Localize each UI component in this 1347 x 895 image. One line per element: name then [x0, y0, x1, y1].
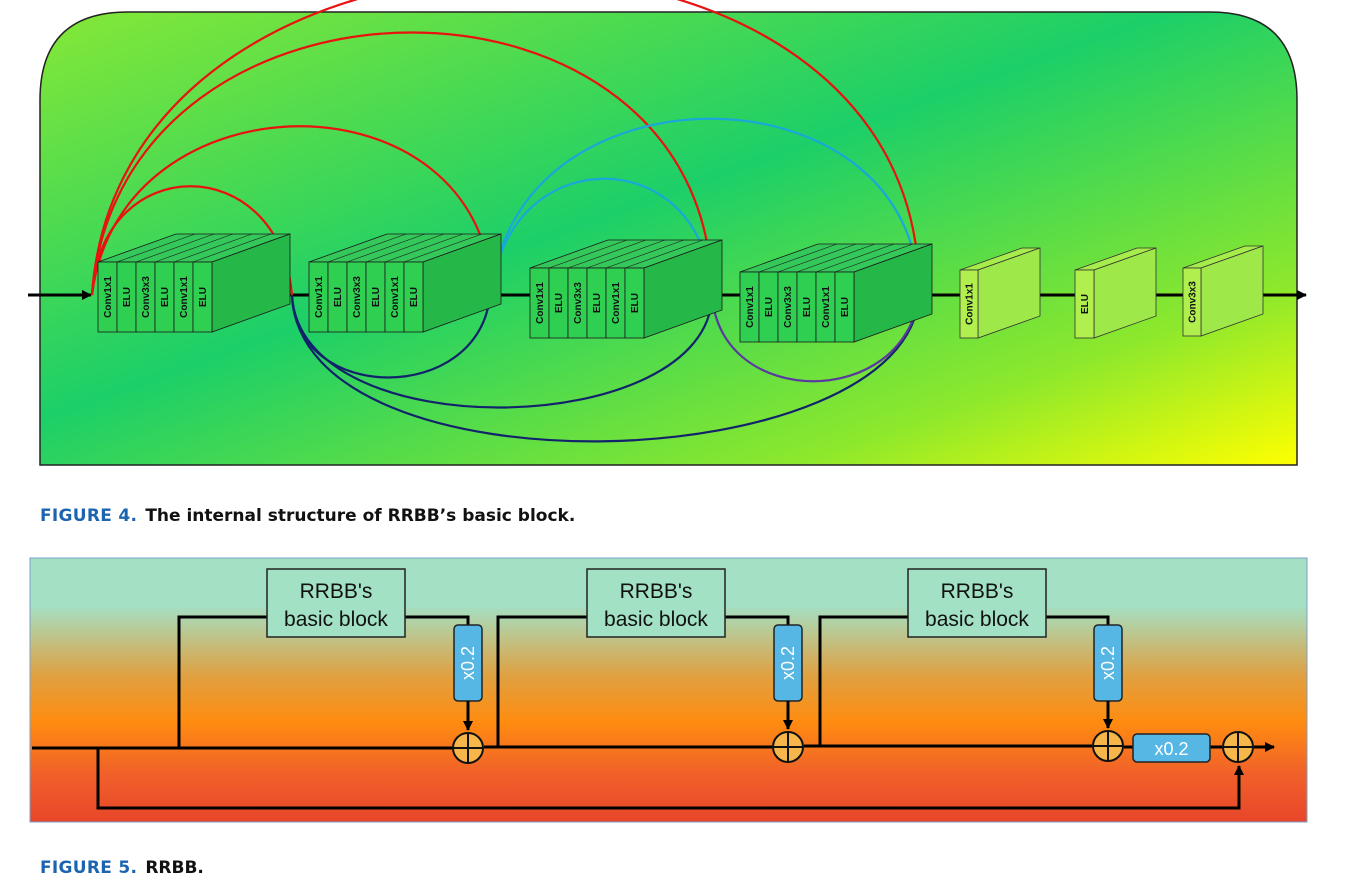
layer-label: ELU — [840, 297, 851, 317]
layer-label: ELU — [160, 287, 171, 307]
rrbb-unit-3: RRBB's basic block x0.2 — [818, 568, 1124, 762]
block-label-line1: RRBB's — [300, 580, 373, 603]
rrbb-basic-block — [907, 568, 1047, 638]
layer-label: Conv1x1 — [179, 276, 190, 318]
figure-5-caption-text: RRBB. — [145, 858, 204, 878]
scale-label: x0.2 — [1098, 646, 1118, 680]
dense-block-1: Conv1x1 ELU Conv3x3 ELU Conv1x1 ELU — [97, 233, 291, 333]
layer-label: Conv3x3 — [352, 276, 363, 318]
scale-label: x0.2 — [778, 646, 798, 680]
figure-4-background — [39, 11, 1298, 466]
tail-layer-conv3x3: Conv3x3 — [1182, 245, 1264, 337]
tail-layer-elu: ELU — [1074, 247, 1157, 339]
block-label-line1: RRBB's — [941, 580, 1014, 603]
layer-label: Conv3x3 — [141, 276, 152, 318]
layer-label: Conv1x1 — [390, 276, 401, 318]
figure-5-number: FIGURE 5. — [40, 858, 138, 878]
adder — [772, 731, 804, 763]
tail-layer-label: Conv3x3 — [1188, 281, 1199, 323]
dense-block-4: Conv1x1 ELU Conv3x3 ELU Conv1x1 ELU — [739, 243, 933, 343]
figure-5-diagram: RRBB's basic block x0.2 RRBB's basic block x0… — [29, 557, 1308, 823]
adder — [1092, 730, 1124, 762]
final-scale-label: x0.2 — [1154, 739, 1188, 759]
rrbb-unit-2: RRBB's basic block x0.2 — [496, 568, 804, 763]
trunk-line — [32, 742, 1275, 810]
layer-label: ELU — [554, 293, 565, 313]
figure-4-caption-text: The internal structure of RRBB’s basic b… — [145, 506, 576, 526]
purple-skip-connection — [710, 294, 921, 383]
figure-4-number: FIGURE 4. — [40, 506, 138, 526]
navy-skip-connections — [290, 294, 921, 443]
layer-label: ELU — [802, 297, 813, 317]
final-scale: x0.2 — [1132, 733, 1211, 763]
block-label-line1: RRBB's — [620, 580, 693, 603]
rrbb-unit-1: RRBB's basic block x0.2 — [177, 568, 484, 764]
layer-label: ELU — [333, 287, 344, 307]
scale-label: x0.2 — [458, 646, 478, 680]
layer-elu — [834, 271, 855, 343]
figure-5-caption: FIGURE 5. RRBB. — [40, 858, 204, 878]
layer-label: Conv1x1 — [103, 276, 114, 318]
layer-label: ELU — [409, 287, 420, 307]
layer-label: Conv3x3 — [783, 286, 794, 328]
layer-label: ELU — [198, 287, 209, 307]
block-label-line2: basic block — [604, 608, 708, 631]
tail-layer-label: ELU — [1080, 294, 1091, 314]
layer-label: Conv1x1 — [611, 282, 622, 324]
layer-label: Conv1x1 — [314, 276, 325, 318]
layer-label: ELU — [371, 287, 382, 307]
dense-block-3: Conv1x1 ELU Conv3x3 ELU Conv1x1 ELU — [529, 239, 723, 339]
rrbb-blocks: RRBB's basic block x0.2 RRBB's basic block x0… — [177, 568, 1124, 764]
layer-elu — [192, 261, 213, 333]
adder — [452, 732, 484, 764]
block-label-line2: basic block — [284, 608, 388, 631]
layer-label: ELU — [630, 293, 641, 313]
layer-label: Conv1x1 — [535, 282, 546, 324]
tail-layer-label: Conv1x1 — [965, 283, 976, 325]
red-skip-connections — [90, 0, 921, 296]
tail-layers: Conv1x1 ELU Conv3x3 — [959, 245, 1264, 339]
layer-label: ELU — [592, 293, 603, 313]
dense-block-2: Conv1x1 ELU Conv3x3 ELU Conv1x1 ELU — [308, 233, 502, 333]
tail-layer-conv1x1: Conv1x1 — [959, 247, 1041, 339]
rrbb-basic-block — [266, 568, 406, 638]
rrbb-basic-block — [586, 568, 726, 638]
layer-elu — [403, 261, 424, 333]
layer-label: ELU — [764, 297, 775, 317]
block-label-line2: basic block — [925, 608, 1029, 631]
layer-label: Conv3x3 — [573, 282, 584, 324]
final-adder — [1222, 731, 1254, 763]
layer-elu — [624, 267, 645, 339]
layer-label: ELU — [122, 287, 133, 307]
figure-4-caption: FIGURE 4. The internal structure of RRBB’… — [40, 506, 575, 526]
layer-label: Conv1x1 — [821, 286, 832, 328]
layer-label: Conv1x1 — [745, 286, 756, 328]
